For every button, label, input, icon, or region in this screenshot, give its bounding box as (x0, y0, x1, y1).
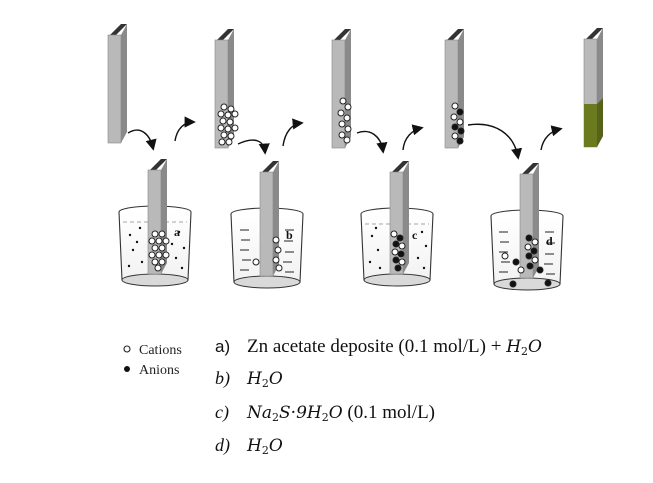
legend-anions: Anions (139, 363, 179, 378)
substrate-top-2 (214, 29, 239, 149)
step-d: d) H2O (215, 435, 283, 457)
cation-marker (123, 345, 131, 353)
step-a-label: a) (215, 337, 231, 356)
step-b-label: b) (215, 368, 230, 388)
beaker-label-a: a (174, 225, 180, 239)
step-d-label: d) (215, 435, 230, 455)
step-b: b) H2O (215, 368, 283, 390)
cations-on-substrate (252, 236, 283, 272)
adsorbed-ions (450, 102, 465, 145)
water-dashes (240, 229, 294, 273)
beaker-label-b: b (286, 228, 293, 242)
substrate-top-5-coated (583, 28, 603, 148)
ion-cluster (501, 234, 552, 288)
step-a: a) Zn acetate deposite (0.1 mol/L) + H2O (215, 336, 542, 358)
step-c: c) Na2S·9H2O (0.1 mol/L) (215, 402, 435, 424)
thin-film (584, 98, 603, 147)
step-c-suffix: (0.1 mol/L) (342, 402, 436, 423)
step-c-label: c) (215, 402, 229, 422)
adsorbed-cations (217, 103, 239, 146)
step-a-formula: H2O (506, 337, 542, 358)
beaker-label-c: c (412, 228, 418, 242)
beaker-c: c (360, 161, 434, 287)
ion-cluster (390, 230, 406, 272)
substrate-top-1 (107, 24, 127, 144)
water-dashes (499, 231, 555, 275)
beaker-a: a (118, 159, 192, 287)
beaker-label-d: d (546, 234, 553, 248)
solution-particles (127, 226, 186, 270)
cations-cluster (148, 230, 170, 272)
legend-cations: Cations (139, 343, 182, 358)
anion-marker (124, 366, 130, 372)
step-d-formula: H2O (247, 436, 283, 457)
legend: Cations Anions (123, 343, 182, 378)
solution-particles (368, 226, 428, 270)
beaker-d: d (490, 163, 564, 291)
beaker-b: b (230, 161, 304, 289)
adsorbed-cations (337, 97, 352, 144)
substrate-top-3 (331, 29, 352, 149)
step-a-text: Zn acetate deposite (0.1 mol/L) + (247, 336, 507, 357)
process-arrows (127, 116, 563, 160)
step-b-formula: H2O (247, 369, 283, 390)
step-c-formula: Na2S·9H2O (247, 403, 343, 424)
substrate-top-4 (444, 29, 465, 149)
